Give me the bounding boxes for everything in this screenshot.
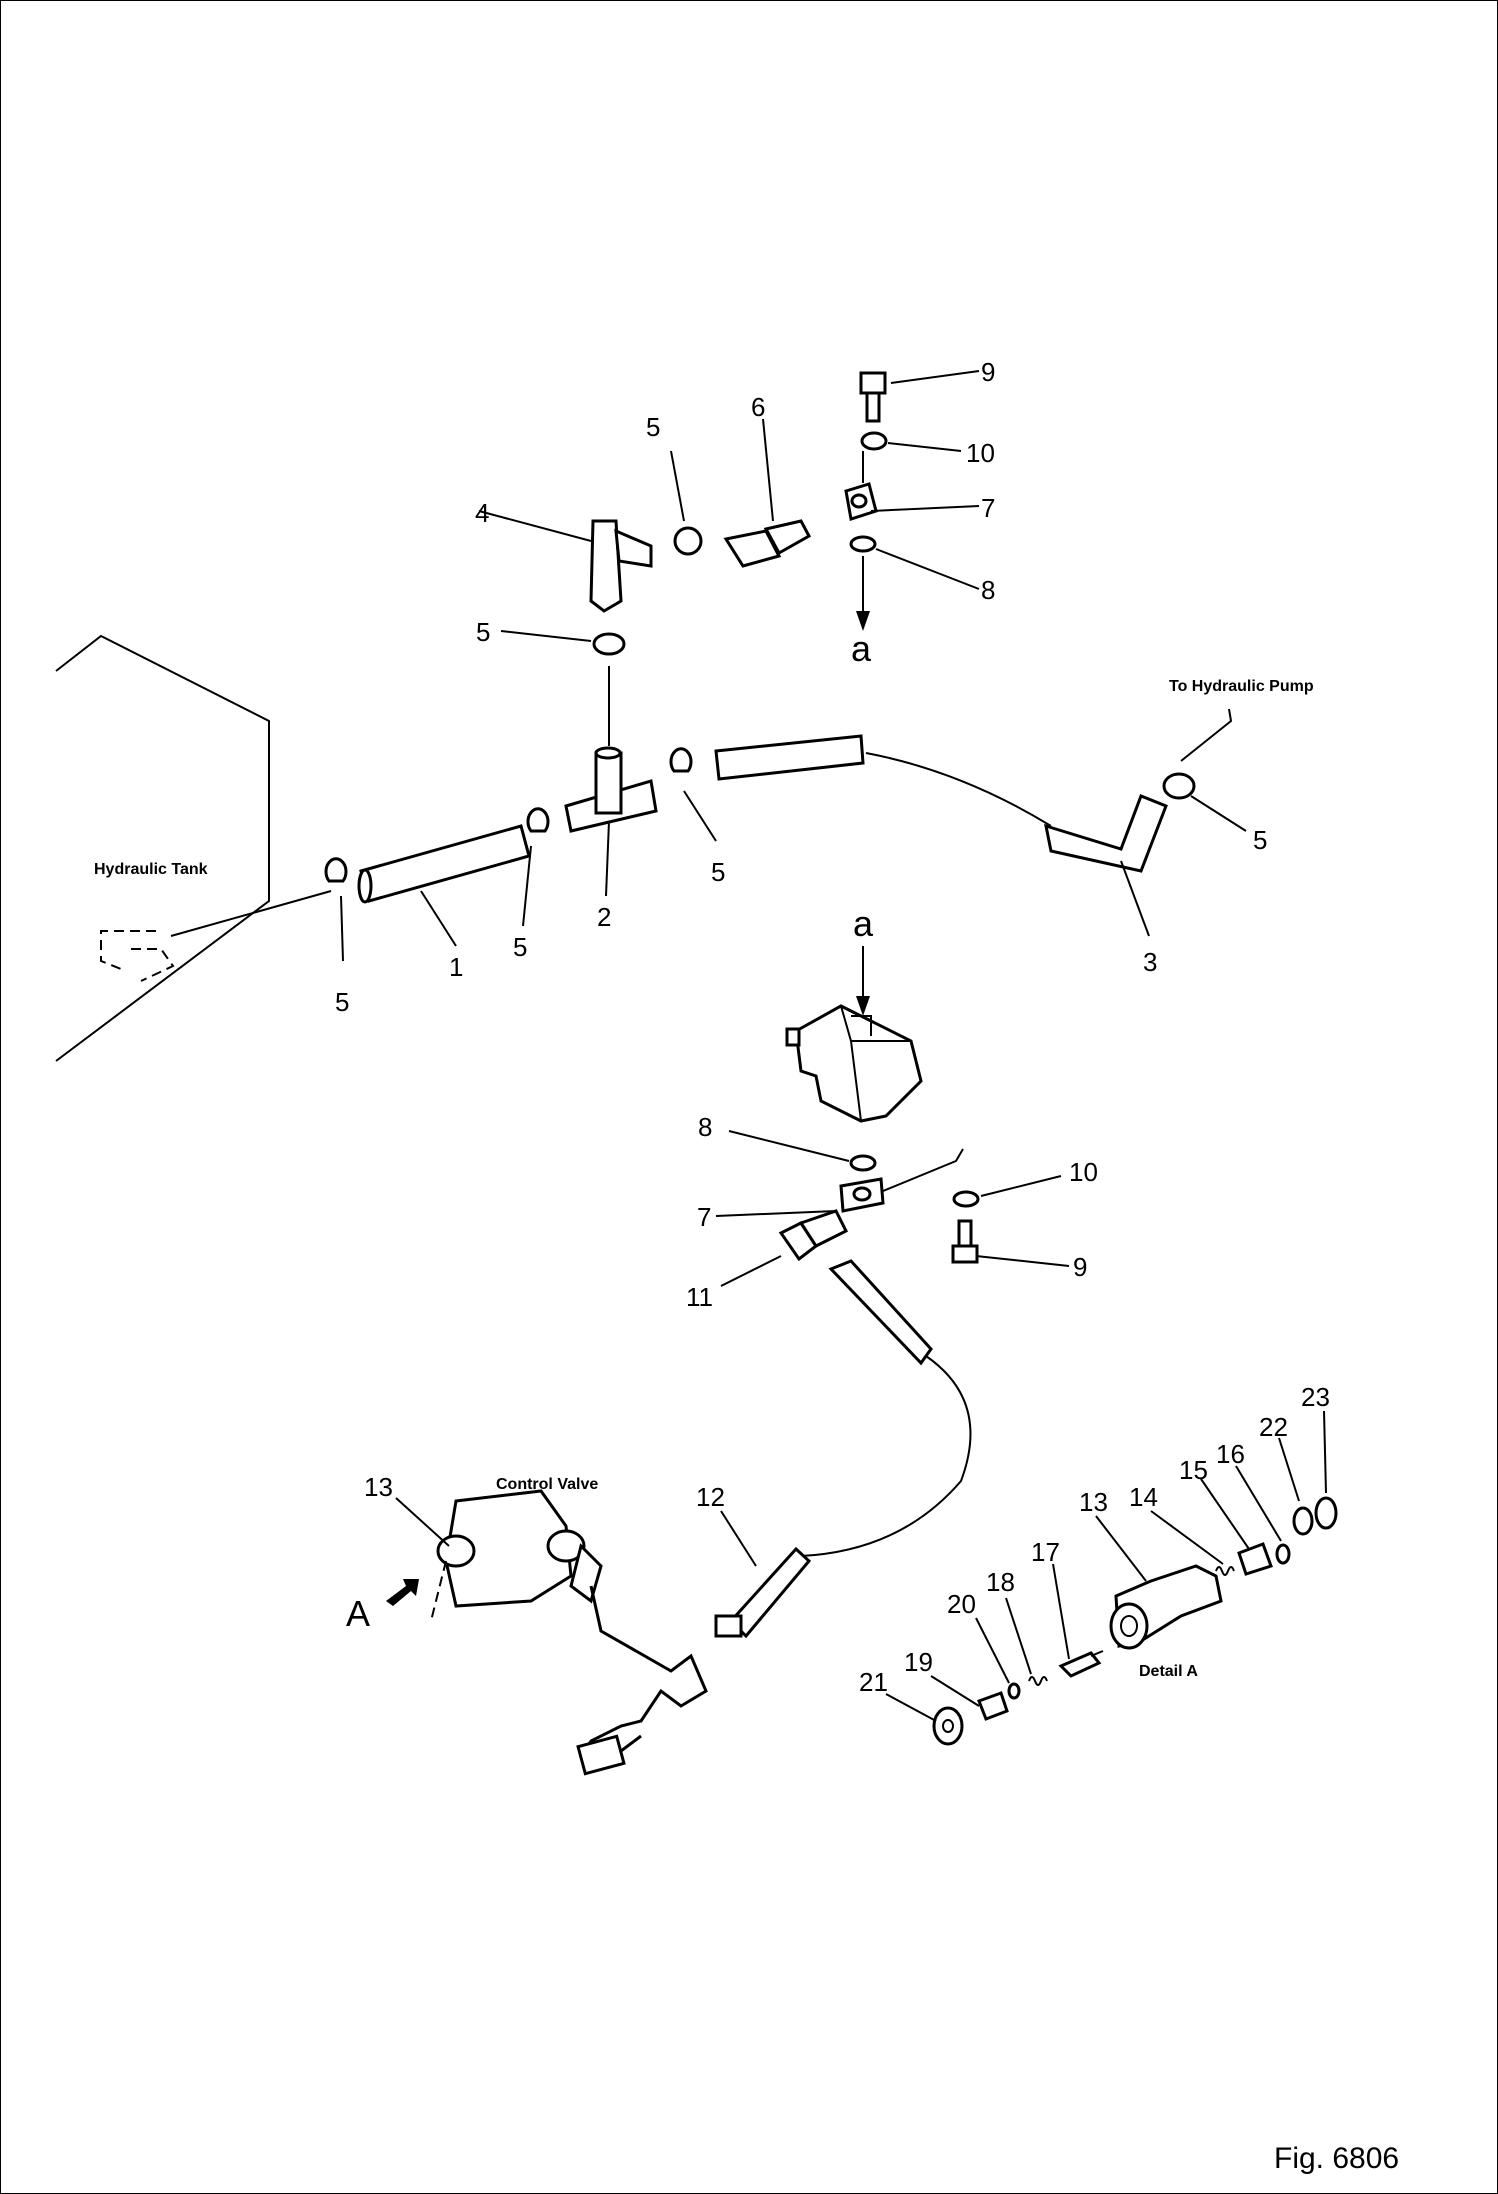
valve-17 xyxy=(1058,1650,1104,1678)
hose-clamp-5a xyxy=(324,857,348,883)
hydraulic-tank xyxy=(55,634,270,1062)
marker-a-top: a xyxy=(851,628,872,669)
callout-15: 15 xyxy=(1179,1455,1208,1485)
callout-8b: 8 xyxy=(698,1112,712,1142)
marker-a-bottom: a xyxy=(853,903,874,944)
callout-13b: 13 xyxy=(1079,1487,1108,1517)
callout-22: 22 xyxy=(1259,1412,1288,1442)
plug-15 xyxy=(1237,1542,1273,1576)
bolt-9b xyxy=(951,1219,979,1264)
nut-21 xyxy=(932,1706,964,1746)
detail-a-label: Detail A xyxy=(1139,1663,1198,1680)
callout-3: 3 xyxy=(1143,947,1157,977)
callout-5f: 5 xyxy=(476,617,490,647)
valve-body-13 xyxy=(1109,1564,1223,1650)
hydraulic-tank-label: Hydraulic Tank xyxy=(94,861,208,878)
washer-10b xyxy=(952,1190,980,1208)
flange-7a xyxy=(844,482,878,521)
view-a-label: A xyxy=(346,1593,370,1634)
callout-4: 4 xyxy=(475,498,489,528)
to-pump-leader xyxy=(1180,708,1233,762)
callout-9b: 9 xyxy=(1073,1252,1087,1282)
o-ring-23 xyxy=(1314,1496,1338,1530)
callout-5b: 5 xyxy=(513,932,527,962)
view-a-arrow xyxy=(386,1579,419,1606)
o-ring-8a xyxy=(849,535,877,553)
callout-2: 2 xyxy=(597,902,611,932)
backup-ring-22 xyxy=(1292,1506,1314,1536)
washer-10a xyxy=(860,431,888,451)
o-ring-16 xyxy=(1275,1543,1291,1565)
elbow-6 xyxy=(723,519,812,568)
arrow-a-top xyxy=(856,611,870,631)
callout-5a: 5 xyxy=(335,987,349,1017)
spring-18 xyxy=(1028,1676,1048,1686)
callout-12: 12 xyxy=(696,1482,725,1512)
callout-13a: 13 xyxy=(364,1472,393,1502)
callout-8a: 8 xyxy=(981,575,995,605)
elbow-4 xyxy=(589,519,653,613)
to-pump-label: To Hydraulic Pump xyxy=(1169,678,1314,695)
callout-21: 21 xyxy=(859,1667,888,1697)
control-valve-label: Control Valve xyxy=(496,1476,598,1493)
callout-1: 1 xyxy=(449,952,463,982)
o-ring-8b xyxy=(849,1154,877,1172)
callout-7a: 7 xyxy=(981,493,995,523)
callout-5e: 5 xyxy=(646,412,660,442)
hose-3 xyxy=(714,734,1168,873)
callout-10b: 10 xyxy=(1069,1157,1098,1187)
callout-9a: 9 xyxy=(981,357,995,387)
tank-leader xyxy=(170,890,332,937)
callout-18: 18 xyxy=(986,1567,1015,1597)
callout-6: 6 xyxy=(751,392,765,422)
callout-5c: 5 xyxy=(711,857,725,887)
callout-10a: 10 xyxy=(966,438,995,468)
ball-20 xyxy=(1007,1682,1021,1700)
hose-clamp-5c xyxy=(669,747,693,773)
spring-14 xyxy=(1215,1566,1235,1576)
tee-fitting-2 xyxy=(564,746,658,833)
hose-1 xyxy=(357,824,531,904)
callout-14: 14 xyxy=(1129,1482,1158,1512)
callout-11: 11 xyxy=(686,1282,713,1312)
figure-number: Fig. 6806 xyxy=(1274,2142,1399,2175)
callout-7b: 7 xyxy=(697,1202,711,1232)
flange-7b xyxy=(839,1148,964,1213)
callout-20: 20 xyxy=(947,1589,976,1619)
callout-17: 17 xyxy=(1031,1537,1060,1567)
elbow-11 xyxy=(778,1209,849,1262)
plug-19 xyxy=(977,1691,1009,1721)
control-valve xyxy=(430,1489,708,1776)
hose-clamp-5e xyxy=(673,526,703,556)
callout-19: 19 xyxy=(904,1647,933,1677)
hose-clamp-5d xyxy=(1162,772,1196,800)
pump-unit xyxy=(785,1004,923,1123)
hose-12 xyxy=(714,1259,972,1639)
callout-23: 23 xyxy=(1301,1382,1330,1412)
bolt-9a xyxy=(859,371,887,423)
callout-16: 16 xyxy=(1216,1439,1245,1469)
callout-5d: 5 xyxy=(1253,825,1267,855)
hose-clamp-5b xyxy=(526,807,550,833)
hose-clamp-5f xyxy=(592,632,626,656)
